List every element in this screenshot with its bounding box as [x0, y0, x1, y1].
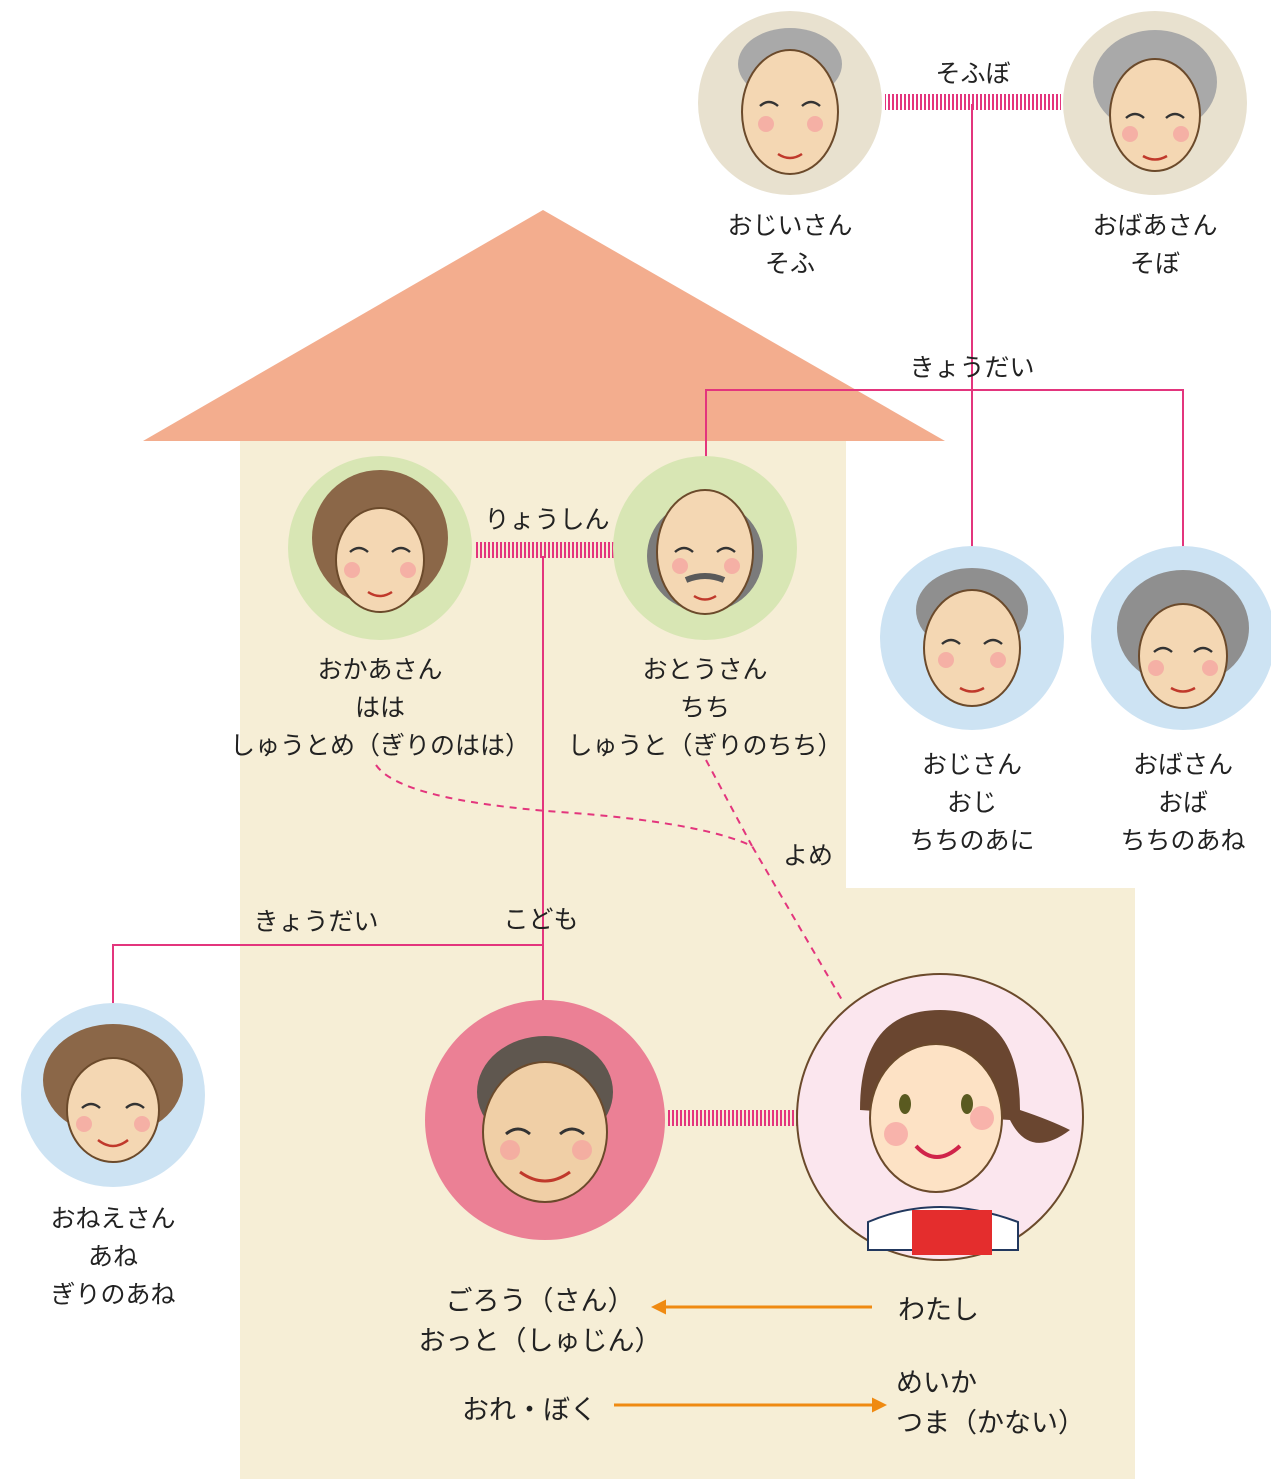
- father-face-icon: [613, 456, 797, 640]
- uncle-term: おじ: [946, 788, 997, 817]
- uncle-face-icon: [880, 546, 1064, 730]
- grandmother-label: おばあさん そぼ: [1055, 207, 1255, 283]
- grandmother-name: おばあさん: [1092, 211, 1218, 240]
- me-label: めいか つま（かない）: [896, 1364, 1096, 1444]
- grandfather-term: そふ: [764, 249, 815, 278]
- aunt-face-icon: [1091, 546, 1271, 730]
- relation-father-siblings: きょうだい: [909, 353, 1034, 382]
- mother-name: おかあさん: [317, 655, 443, 684]
- aunt-term: おば: [1157, 788, 1208, 817]
- father-label: おとうさん ちち しゅうと（ぎりのちち）: [565, 651, 845, 765]
- husband-name: ごろう（さん）: [445, 1286, 635, 1317]
- sister-label: おねえさん あね ぎりのあね: [20, 1200, 206, 1314]
- husband-label: ごろう（さん） おっと（しゅじん）: [400, 1282, 680, 1362]
- husband-term: おっと（しゅじん）: [418, 1326, 662, 1357]
- grandfather-label: おじいさん そふ: [690, 207, 890, 283]
- mother-term: はは: [354, 693, 405, 722]
- aunt-relation: ちちのあね: [1120, 826, 1246, 855]
- relation-parents: りょうしん: [484, 505, 609, 534]
- aunt-label: おばさん おば ちちのあね: [1093, 746, 1271, 860]
- sister-term: あね: [87, 1242, 138, 1271]
- uncle-label: おじさん おじ ちちのあに: [882, 746, 1062, 860]
- bride-dashed-lines: [375, 759, 843, 1001]
- arrow-label-me: わたし: [898, 1295, 979, 1326]
- grandmother-face-icon: [1063, 11, 1247, 195]
- grandmother-term: そぼ: [1129, 249, 1180, 278]
- uncle-name: おじさん: [921, 750, 1022, 779]
- uncle-relation: ちちのあに: [909, 826, 1035, 855]
- sister-in-law-term: ぎりのあね: [50, 1280, 176, 1309]
- sister-name: おねえさん: [50, 1204, 176, 1233]
- me-woman-icon: [796, 973, 1084, 1261]
- husband-face-icon: [425, 1000, 665, 1240]
- grandfather-face-icon: [698, 11, 882, 195]
- wife-term: つま（かない）: [896, 1408, 1085, 1439]
- father-name: おとうさん: [642, 655, 768, 684]
- grandparents-marriage-bar: [885, 94, 1061, 110]
- arrow-label-husband-self: おれ・ぼく: [462, 1395, 597, 1426]
- house-roof: [143, 210, 945, 441]
- relation-children: こども: [503, 905, 578, 934]
- relation-lines: [112, 104, 1184, 1008]
- parents-marriage-bar: [474, 542, 614, 558]
- couple-marriage-bar: [666, 1110, 798, 1126]
- relation-husband-siblings: きょうだい: [253, 907, 378, 936]
- husband-siblings-line: [112, 944, 543, 1003]
- relation-grandparents: そふぼ: [935, 59, 1010, 88]
- father-in-law-term: しゅうと（ぎりのちち）: [567, 731, 843, 760]
- aunt-name: おばさん: [1132, 750, 1233, 779]
- relation-bride: よめ: [783, 841, 833, 870]
- father-siblings-line: [705, 389, 1184, 548]
- grandfather-name: おじいさん: [727, 211, 853, 240]
- father-term: ちち: [679, 693, 730, 722]
- mother-label: おかあさん はは しゅうとめ（ぎりのはは）: [230, 651, 530, 765]
- mother-face-icon: [288, 456, 472, 640]
- me-name: めいか: [896, 1368, 977, 1399]
- mother-in-law-term: しゅうとめ（ぎりのはは）: [230, 731, 531, 760]
- sister-face-icon: [21, 1003, 205, 1187]
